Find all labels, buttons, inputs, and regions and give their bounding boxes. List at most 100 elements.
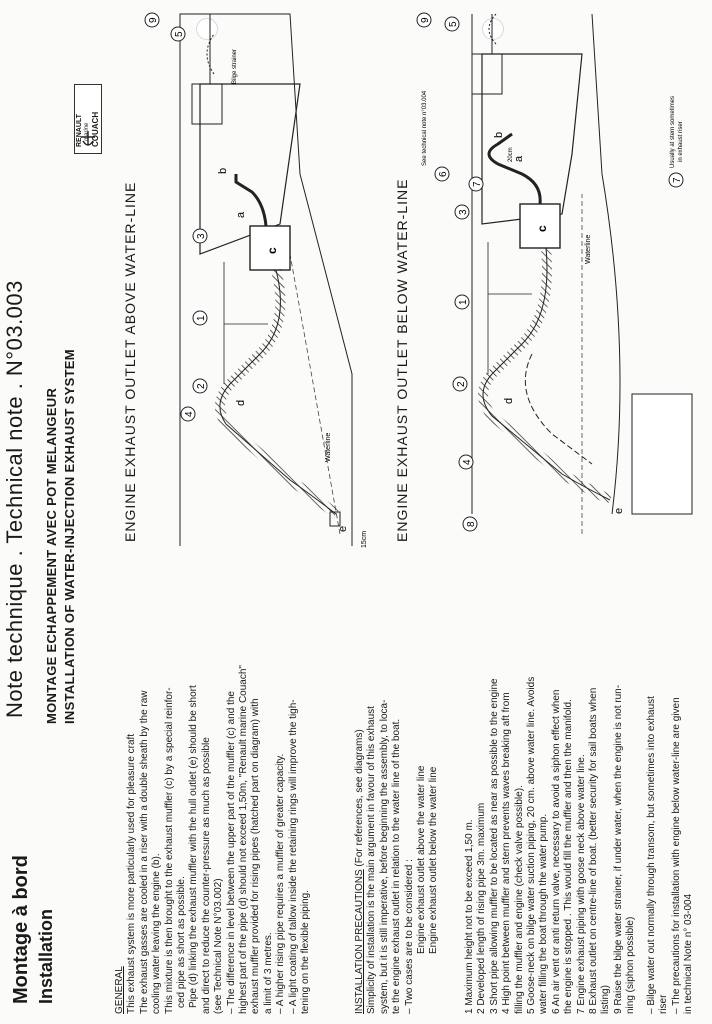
list-item: water filling the boat through the water… xyxy=(538,813,550,1014)
diagram1-caption: ENGINE EXHAUST OUTLET ABOVE WATER-LINE xyxy=(122,181,138,542)
general-line: Pipe (d) linking the exhaust muffler wit… xyxy=(188,685,200,1008)
callout-8: 8 xyxy=(462,516,478,532)
general-line: (see Technical Note N°03.002) xyxy=(213,878,225,1014)
callout-1: 1 xyxy=(454,294,470,310)
general-line: – A higher rising pipe requires a muffle… xyxy=(275,753,287,1014)
numbered-list: 1 Maximum height not to be exceed 1,50 m… xyxy=(464,677,638,1014)
list-item: 2 Developed length of rising pipe 3m. ma… xyxy=(476,802,488,1014)
technical-note-title: Note technique . Technical note . N°03.0… xyxy=(2,280,27,718)
footer-line: riser xyxy=(658,994,670,1014)
general-line: and direct to reduce the counter-pressur… xyxy=(200,737,212,1014)
svg-text:4: 4 xyxy=(184,411,195,417)
general-line: – A light coating of tallow inside the r… xyxy=(287,699,299,1014)
see-note-label: See technical note n°03.004 xyxy=(422,90,428,166)
anchor-icon xyxy=(81,131,95,146)
list-item: 9 Raise the bilge water strainer, if und… xyxy=(612,684,624,1014)
bilge-strainer-label: Bilge strainer xyxy=(232,49,238,84)
diagram-above-waterline: c 1 2 3 4 5 9 a b d e Waterli xyxy=(144,12,368,548)
callout-5: 5 xyxy=(170,26,186,42)
callout-6: 6 xyxy=(434,166,450,182)
dimension-label: 15cm xyxy=(361,531,368,548)
list-item: 6 An air vent or anti return valve, nece… xyxy=(550,689,562,1014)
riser-pipe xyxy=(487,132,542,205)
callout-9: 9 xyxy=(144,12,160,28)
usually-note-1: Usually at stern sometimes xyxy=(670,96,676,168)
list-item: ning (siphon possible) xyxy=(625,916,637,1014)
general-line: highest part of the pipe (d) should not … xyxy=(238,665,250,1014)
engine-block xyxy=(481,53,583,225)
svg-text:5: 5 xyxy=(448,21,459,27)
label-e: e xyxy=(613,508,625,514)
diagram2-caption: ENGINE EXHAUST OUTLET BELOW WATER-LINE xyxy=(394,178,410,542)
list-item: 4 High point between muffler and stern p… xyxy=(501,692,513,1014)
engine-top xyxy=(471,53,503,95)
list-item: 5 Goose-neck on bilge water suction pipi… xyxy=(526,676,538,1014)
precautions-case: Engine exhaust outlet above the water li… xyxy=(416,765,428,954)
hull-outline xyxy=(179,13,353,546)
svg-text:7: 7 xyxy=(472,181,483,187)
callout-3: 3 xyxy=(192,228,208,244)
dimension-label: 20cm xyxy=(508,147,514,162)
svg-text:3: 3 xyxy=(196,233,207,239)
exhaust-pipe-outline xyxy=(219,269,337,515)
goose-neck xyxy=(206,33,215,75)
precautions-line: Simplicity of installation is the main a… xyxy=(366,706,378,1014)
label-d: d xyxy=(235,400,247,406)
callout-2: 2 xyxy=(192,378,208,394)
svg-text:6: 6 xyxy=(438,171,449,177)
precautions-line: – Two cases are to be considered : xyxy=(403,859,415,1014)
riser-pipe xyxy=(234,174,268,227)
general-line: a limit of 3 metres. xyxy=(262,932,274,1014)
title-french: MONTAGE ECHAPPEMENT AVEC POT MELANGEUR xyxy=(44,387,59,724)
list-item: 1 Maximum height not to be exceed 1,50 m… xyxy=(464,819,475,1014)
svg-text:4: 4 xyxy=(462,459,473,465)
svg-text:1: 1 xyxy=(458,299,469,305)
general-section: GENERAL This exhaust system is more part… xyxy=(114,665,313,1014)
precautions-heading-suffix: (For references, see diagrams) xyxy=(354,729,365,870)
label-b: b xyxy=(217,168,229,174)
label-a: a xyxy=(513,155,525,162)
usually-note-2: in exhaust riser xyxy=(678,121,684,162)
callout-7-footnote: 7 xyxy=(668,172,684,188)
general-line: This exhaust system is more particularly… xyxy=(126,733,138,1014)
precautions-line: system, but it is still imperative, befo… xyxy=(378,699,390,1014)
title-english: INSTALLATION OF WATER-INJECTION EXHAUST … xyxy=(62,349,77,724)
svg-text:2: 2 xyxy=(196,383,207,389)
general-line: This mixture is then brought to the exha… xyxy=(163,687,175,1014)
svg-text:3: 3 xyxy=(458,209,469,215)
callout-1: 1 xyxy=(192,310,208,326)
section-title-montage: Montage à bord xyxy=(10,855,32,1004)
list-item: 3 Short pipe allowing muffler to be loca… xyxy=(488,678,500,1014)
list-item: 8 Exhaust outlet on centre-line of boat.… xyxy=(588,687,600,1014)
alt-pipe-route xyxy=(524,353,593,465)
hull-outlet xyxy=(329,511,341,527)
callout-2: 2 xyxy=(452,376,468,392)
label-a: a xyxy=(235,211,247,218)
svg-text:1: 1 xyxy=(196,315,207,321)
general-line: tening on the flexible piping. xyxy=(300,890,312,1014)
muffler xyxy=(249,225,291,271)
list-item: filling the muffler and engine (check va… xyxy=(513,785,525,1014)
label-b: b xyxy=(493,132,505,138)
callout-7: 7 xyxy=(468,176,484,192)
footer-line: in technical Note n° 03-004 xyxy=(683,893,695,1014)
general-line: – The difference in level between the up… xyxy=(225,691,237,1014)
exhaust-pipe-d xyxy=(215,268,340,518)
footer-notes: – Bilge water out normally through trans… xyxy=(646,696,696,1014)
hull-outline xyxy=(471,13,621,515)
precautions-line: te the engine exhaust outlet in relation… xyxy=(391,718,403,1014)
svg-text:9: 9 xyxy=(420,17,431,23)
general-line: cooling water leaving the engine (b). xyxy=(151,853,163,1014)
muffler-label: c xyxy=(535,225,549,232)
svg-text:7: 7 xyxy=(672,177,683,183)
precautions-heading: INSTALLATION PRECAUTIONS xyxy=(354,869,365,1014)
callout-9: 9 xyxy=(416,12,432,28)
engine-top xyxy=(191,83,223,125)
svg-text:9: 9 xyxy=(148,17,159,23)
diagram-below-waterline: c 1 2 3 4 5 6 7 8 9 a b d xyxy=(416,12,693,534)
list-item: 7 Engine exhaust piping with goose neck … xyxy=(575,754,587,1014)
precautions-section: INSTALLATION PRECAUTIONS (For references… xyxy=(354,700,441,1014)
list-item: the engine is stopped . This would fill … xyxy=(563,699,575,1014)
waterline-label: Waterline xyxy=(325,433,332,462)
